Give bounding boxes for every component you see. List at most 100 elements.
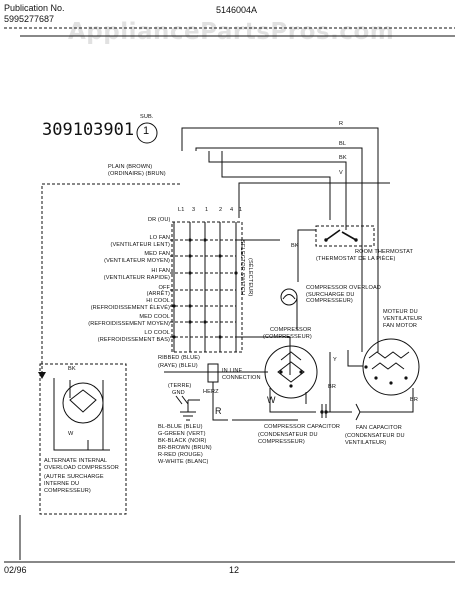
r-wire-label: R: [215, 406, 222, 416]
term-5: 4: [230, 207, 234, 213]
wire-fan-bl: [347, 350, 363, 367]
legend-bl: BL-BLUE (BLEU): [158, 424, 203, 430]
in-line-label: IN LINE CONNECTION: [222, 368, 261, 381]
switch-pos-lo-cool: LO COOL: [144, 330, 170, 336]
wire-gnd-lead: [212, 382, 228, 421]
overload-circle: [280, 288, 298, 306]
fan-winding-2: [371, 362, 405, 370]
sub-number: 1: [143, 125, 150, 137]
ribbed-label: RIBBED (BLUE): [158, 355, 201, 361]
fan-winding-1: [368, 351, 410, 359]
alt-overload-label: ALTERNATE INTERNAL OVERLOAD COMPRESSOR: [44, 458, 119, 471]
bk-wire-label: BK: [291, 243, 299, 249]
switch-pos-lo-cool-fr: (REFROIDISSEMENT BAS): [97, 337, 170, 343]
switch-pos-med-cool: MED COOL: [139, 314, 170, 320]
y-wire-label: Y: [333, 357, 337, 363]
ground-symbol: [180, 400, 196, 421]
switch-pos-hi-cool-fr: (REFROIDISSEMENT ÉLEVÉ): [90, 305, 170, 311]
terre-label: (TERRE): [168, 383, 192, 389]
sub-circle: [136, 122, 158, 144]
legend-r: R-RED (ROUGE): [158, 452, 203, 458]
inset-w-label: W: [68, 431, 74, 437]
inset-winding: [69, 389, 97, 413]
alt-overload-label-fr: (AUTRE SURCHARGE INTERNE DU COMPRESSEUR): [44, 474, 104, 494]
publication-number: 5995277687: [4, 14, 55, 24]
fan-cap-label: FAN CAPACITOR: [356, 425, 402, 431]
thermostat-label: ROOM THERMOSTAT: [355, 249, 414, 255]
plain-arrow: [38, 372, 46, 379]
ribbed-label-fr: (RAYE) (BLEU): [158, 363, 198, 369]
overload-label: COMPRESSOR OVERLOAD: [306, 285, 381, 291]
fan-motor-circle: [362, 338, 420, 396]
overload-element: [282, 294, 296, 300]
thermostat-label-fr: (THERMOSTAT DE LA PIÈCE): [316, 256, 396, 262]
switch-pos-off-fr: (ARRÊT): [146, 291, 170, 297]
wire-v: [221, 151, 331, 220]
switch-pos-med-fan: MED FAN: [144, 251, 170, 257]
sub-label: SUB.: [140, 114, 154, 120]
reference-number: 309103901: [42, 120, 135, 140]
term-4: 2: [219, 207, 223, 213]
inset-bk-label: BK: [68, 366, 76, 372]
publication-label: Publication No.: [4, 3, 65, 13]
wire-w: [238, 182, 390, 218]
switch-pos-lo-fan-fr: (VENTILATEUR LENT): [110, 242, 170, 248]
legend-w: W-WHITE (BLANC): [158, 459, 209, 465]
compressor-winding: [277, 361, 305, 383]
term-2: 3: [192, 207, 196, 213]
fan-motor-label: MOTEUR DU VENTILATEUR FAN MOTOR: [383, 309, 423, 329]
fan-cap-label-fr: (CONDENSATEUR DU VENTILATEUR): [345, 433, 405, 446]
wire-fan-br: [360, 388, 414, 413]
herz-label: HERZ: [203, 389, 219, 395]
switch-pos-med-fan-fr: (VENTILATEUR MOYEN): [104, 258, 170, 264]
comp-cap-label: COMPRESSOR CAPACITOR: [264, 424, 341, 430]
switch-pos-off: OFF: [158, 285, 170, 291]
thermostat-contacts: [325, 229, 357, 241]
term-3: 1: [205, 207, 209, 213]
w-wire-label: W: [267, 395, 276, 405]
selector-switch-label-fr: (SÉLECTEUR): [247, 258, 253, 297]
selector-switch-label: SELECTOR SWITCH: [239, 240, 245, 296]
switch-pos-hi-fan: HI FAN: [151, 268, 170, 274]
wire-bk-label: BK: [339, 155, 347, 161]
term-1: L1: [178, 207, 185, 213]
in-line-block: [207, 363, 219, 383]
watermark-text: AppliancePartsPros.com: [68, 19, 395, 45]
footer-page: 12: [229, 565, 240, 575]
alt-overload-box: [39, 363, 127, 515]
legend-br: BR-BROWN (BRUN): [158, 445, 212, 451]
dr-label: DR (OU): [148, 217, 171, 223]
footer-date: 02/96: [4, 565, 27, 575]
inset-leads-right: [87, 380, 104, 450]
wire-comp-cap-left: [269, 388, 316, 413]
comp-cap-label-fr: (CONDENSATEUR DU COMPRESSEUR): [258, 432, 318, 445]
wire-r: [181, 127, 379, 352]
gnd-label: GND: [172, 390, 185, 396]
fan-br-wire-label: BR: [410, 397, 418, 403]
plain-label-fr: (ORDINAIRE) (BRUN): [108, 171, 166, 177]
fan-cap-symbol: [355, 403, 361, 421]
plain-label: PLAIN (BROWN): [108, 164, 153, 170]
switch-pos-lo-fan: LO FAN: [149, 235, 170, 241]
switch-contacts: [172, 238, 238, 339]
selector-switch-box: [171, 221, 243, 353]
switch-rows: [170, 239, 236, 338]
model-number: 5146004A: [216, 5, 258, 15]
compressor-circle: [264, 345, 318, 399]
wire-bl: [195, 147, 363, 352]
term-6: 1: [239, 207, 243, 213]
wire-v-label: V: [339, 170, 343, 176]
legend-bk: BK-BLACK (NOIR): [158, 438, 207, 444]
inset-compressor: [62, 382, 104, 424]
overload-label-fr: (SURCHARGE DU COMPRESSEUR): [306, 292, 355, 304]
inset-leads-left: [53, 378, 71, 420]
plain-cord: [41, 183, 180, 375]
switch-pos-hi-fan-fr: (VENTILATEUR RAPIDE): [103, 275, 170, 281]
compressor-winding-top: [280, 351, 302, 361]
wire-r-label: R: [339, 121, 344, 127]
switch-pos-hi-cool: HI COOL: [146, 298, 170, 304]
inset-bottom: [53, 420, 110, 451]
wire-bk: [208, 151, 347, 230]
